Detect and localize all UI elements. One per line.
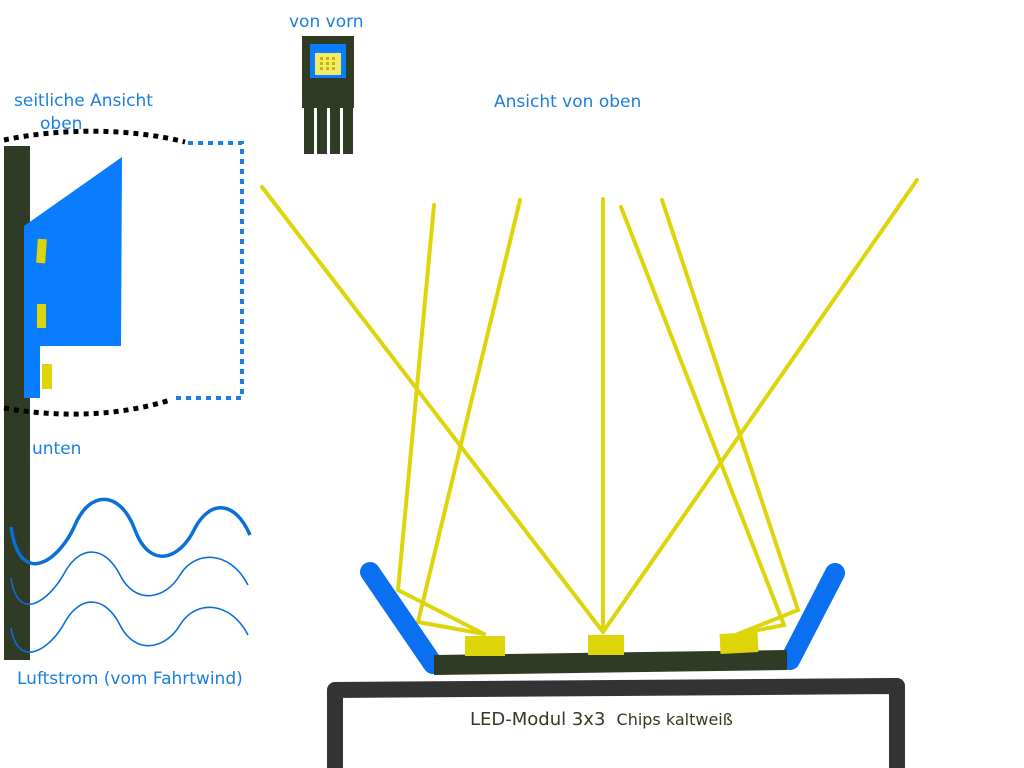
light-ray bbox=[601, 178, 919, 634]
top-led-chip bbox=[588, 635, 624, 655]
top-led-chip bbox=[719, 632, 759, 654]
top-board bbox=[434, 650, 787, 675]
side-outline-bottom bbox=[3, 397, 171, 417]
light-ray bbox=[260, 185, 605, 634]
side-top-label: oben bbox=[40, 114, 82, 134]
airflow-label: Luftstrom (vom Fahrtwind) bbox=[17, 669, 243, 689]
module-frame bbox=[327, 678, 905, 768]
light-ray bbox=[415, 198, 522, 636]
front-pin bbox=[330, 108, 340, 154]
top-view: Ansicht von oben LED-Modul 3x3 Chips kal… bbox=[260, 92, 919, 768]
side-outline-top bbox=[3, 128, 186, 145]
front-view-title: von vorn bbox=[289, 12, 364, 32]
side-view-title: seitliche Ansicht bbox=[14, 91, 153, 111]
airflow-wave bbox=[10, 551, 249, 605]
side-reflector bbox=[24, 157, 122, 398]
top-view-title: Ansicht von oben bbox=[494, 92, 641, 112]
front-pin bbox=[343, 108, 353, 154]
side-led-chip bbox=[37, 304, 46, 328]
side-view: seitliche Ansicht oben unten Luftstrom (… bbox=[3, 91, 252, 689]
front-view: von vorn bbox=[289, 12, 364, 154]
side-outline-right bbox=[172, 141, 244, 400]
front-chip-grid bbox=[320, 57, 335, 70]
left-reflector bbox=[360, 562, 443, 674]
light-ray bbox=[619, 205, 787, 636]
airflow-wave bbox=[10, 601, 249, 653]
top-led-chip bbox=[465, 636, 505, 656]
side-led-chip bbox=[42, 364, 52, 389]
right-reflector bbox=[780, 563, 845, 670]
light-ray bbox=[395, 203, 486, 636]
light-rays bbox=[260, 178, 919, 636]
side-led-chip bbox=[36, 238, 47, 264]
airflow-wave bbox=[9, 497, 252, 566]
front-pin bbox=[304, 108, 314, 154]
module-label: LED-Modul 3x3 Chips kaltweiß bbox=[470, 709, 733, 730]
side-board bbox=[4, 146, 30, 660]
front-pin bbox=[317, 108, 327, 154]
side-bottom-label: unten bbox=[32, 439, 81, 459]
light-ray bbox=[660, 198, 801, 636]
